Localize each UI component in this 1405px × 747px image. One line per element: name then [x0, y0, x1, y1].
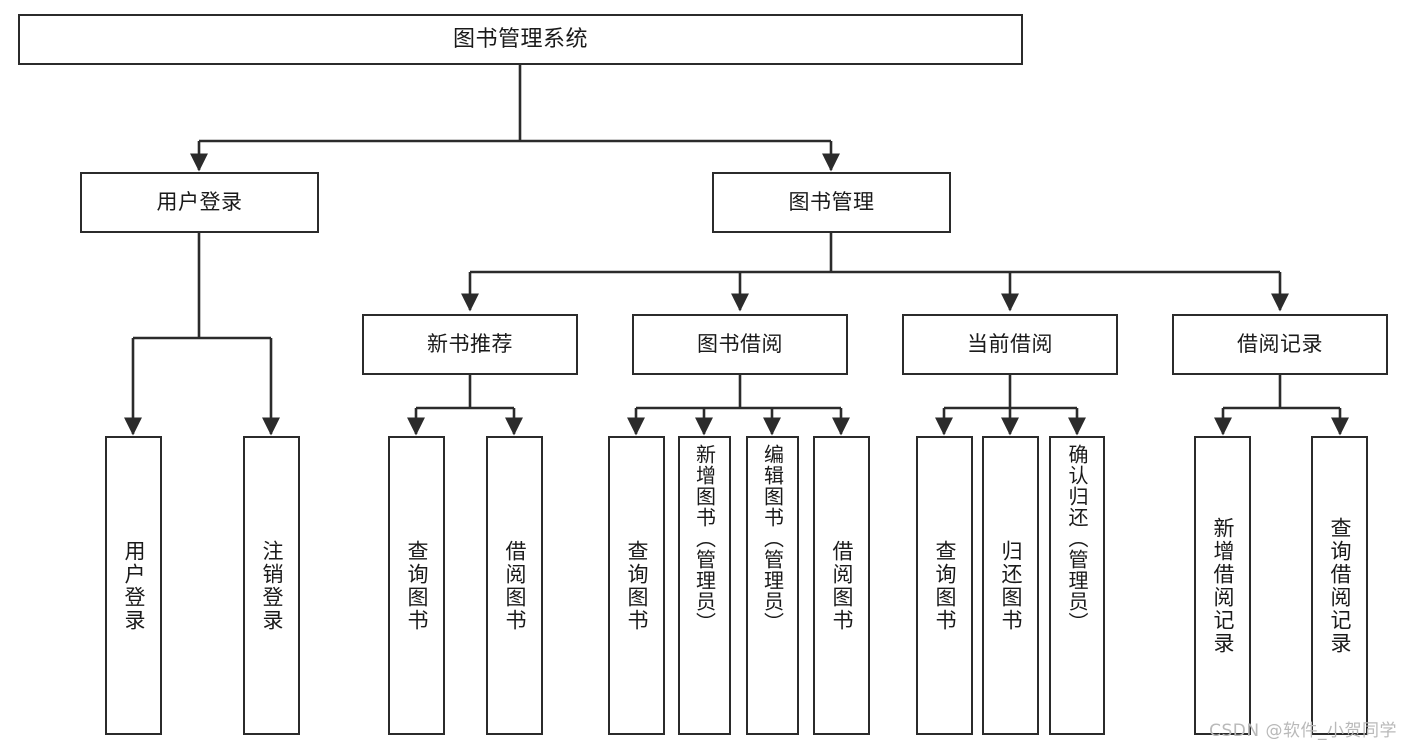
node-leaf-query-book-3-label: 查询图书: [933, 539, 957, 632]
node-leaf-query-book-2-label: 查询图书: [625, 539, 649, 632]
node-leaf-add-record[interactable]: 新增借阅记录: [1194, 436, 1251, 735]
node-current-borrow-label: 当前借阅: [967, 332, 1053, 357]
node-book-borrow[interactable]: 图书借阅: [632, 314, 848, 375]
node-leaf-borrow-book-1[interactable]: 借阅图书: [486, 436, 543, 735]
node-leaf-add-book-label: 新增图书（管理员）: [692, 444, 717, 633]
node-current-borrow[interactable]: 当前借阅: [902, 314, 1118, 375]
node-leaf-return-book[interactable]: 归还图书: [982, 436, 1039, 735]
node-new-book-recommend-label: 新书推荐: [427, 332, 513, 357]
node-leaf-user-login-label: 用户登录: [122, 539, 146, 632]
node-leaf-query-book-1-label: 查询图书: [405, 539, 429, 632]
node-leaf-user-login[interactable]: 用户登录: [105, 436, 162, 735]
node-borrow-record-label: 借阅记录: [1237, 332, 1323, 357]
node-leaf-logout[interactable]: 注销登录: [243, 436, 300, 735]
node-leaf-confirm-return[interactable]: 确认归还（管理员）: [1049, 436, 1105, 735]
node-leaf-logout-label: 注销登录: [260, 539, 284, 632]
node-leaf-query-book-1[interactable]: 查询图书: [388, 436, 445, 735]
node-leaf-return-book-label: 归还图书: [999, 539, 1023, 632]
node-borrow-record[interactable]: 借阅记录: [1172, 314, 1388, 375]
node-user-login-label: 用户登录: [156, 190, 243, 215]
node-leaf-query-record-label: 查询借阅记录: [1328, 516, 1352, 655]
node-leaf-confirm-return-label: 确认归还（管理员）: [1065, 444, 1089, 633]
node-root-system-label: 图书管理系统: [452, 26, 588, 52]
node-leaf-add-record-label: 新增借阅记录: [1211, 516, 1235, 655]
node-leaf-edit-book[interactable]: 编辑图书（管理员）: [746, 436, 799, 735]
node-new-book-recommend[interactable]: 新书推荐: [362, 314, 578, 375]
node-leaf-edit-book-label: 编辑图书（管理员）: [760, 444, 785, 633]
node-leaf-query-record[interactable]: 查询借阅记录: [1311, 436, 1368, 735]
watermark-text: CSDN @软件_小贺同学: [1209, 721, 1397, 741]
node-root-system[interactable]: 图书管理系统: [18, 14, 1023, 65]
node-leaf-query-book-3[interactable]: 查询图书: [916, 436, 973, 735]
node-book-manage-label: 图书管理: [788, 190, 875, 215]
node-book-borrow-label: 图书借阅: [697, 332, 783, 357]
node-leaf-query-book-2[interactable]: 查询图书: [608, 436, 665, 735]
node-leaf-borrow-book-2-label: 借阅图书: [830, 539, 854, 632]
node-leaf-add-book[interactable]: 新增图书（管理员）: [678, 436, 731, 735]
node-leaf-borrow-book-1-label: 借阅图书: [503, 539, 527, 632]
node-book-manage[interactable]: 图书管理: [712, 172, 951, 233]
node-leaf-borrow-book-2[interactable]: 借阅图书: [813, 436, 870, 735]
node-user-login[interactable]: 用户登录: [80, 172, 319, 233]
